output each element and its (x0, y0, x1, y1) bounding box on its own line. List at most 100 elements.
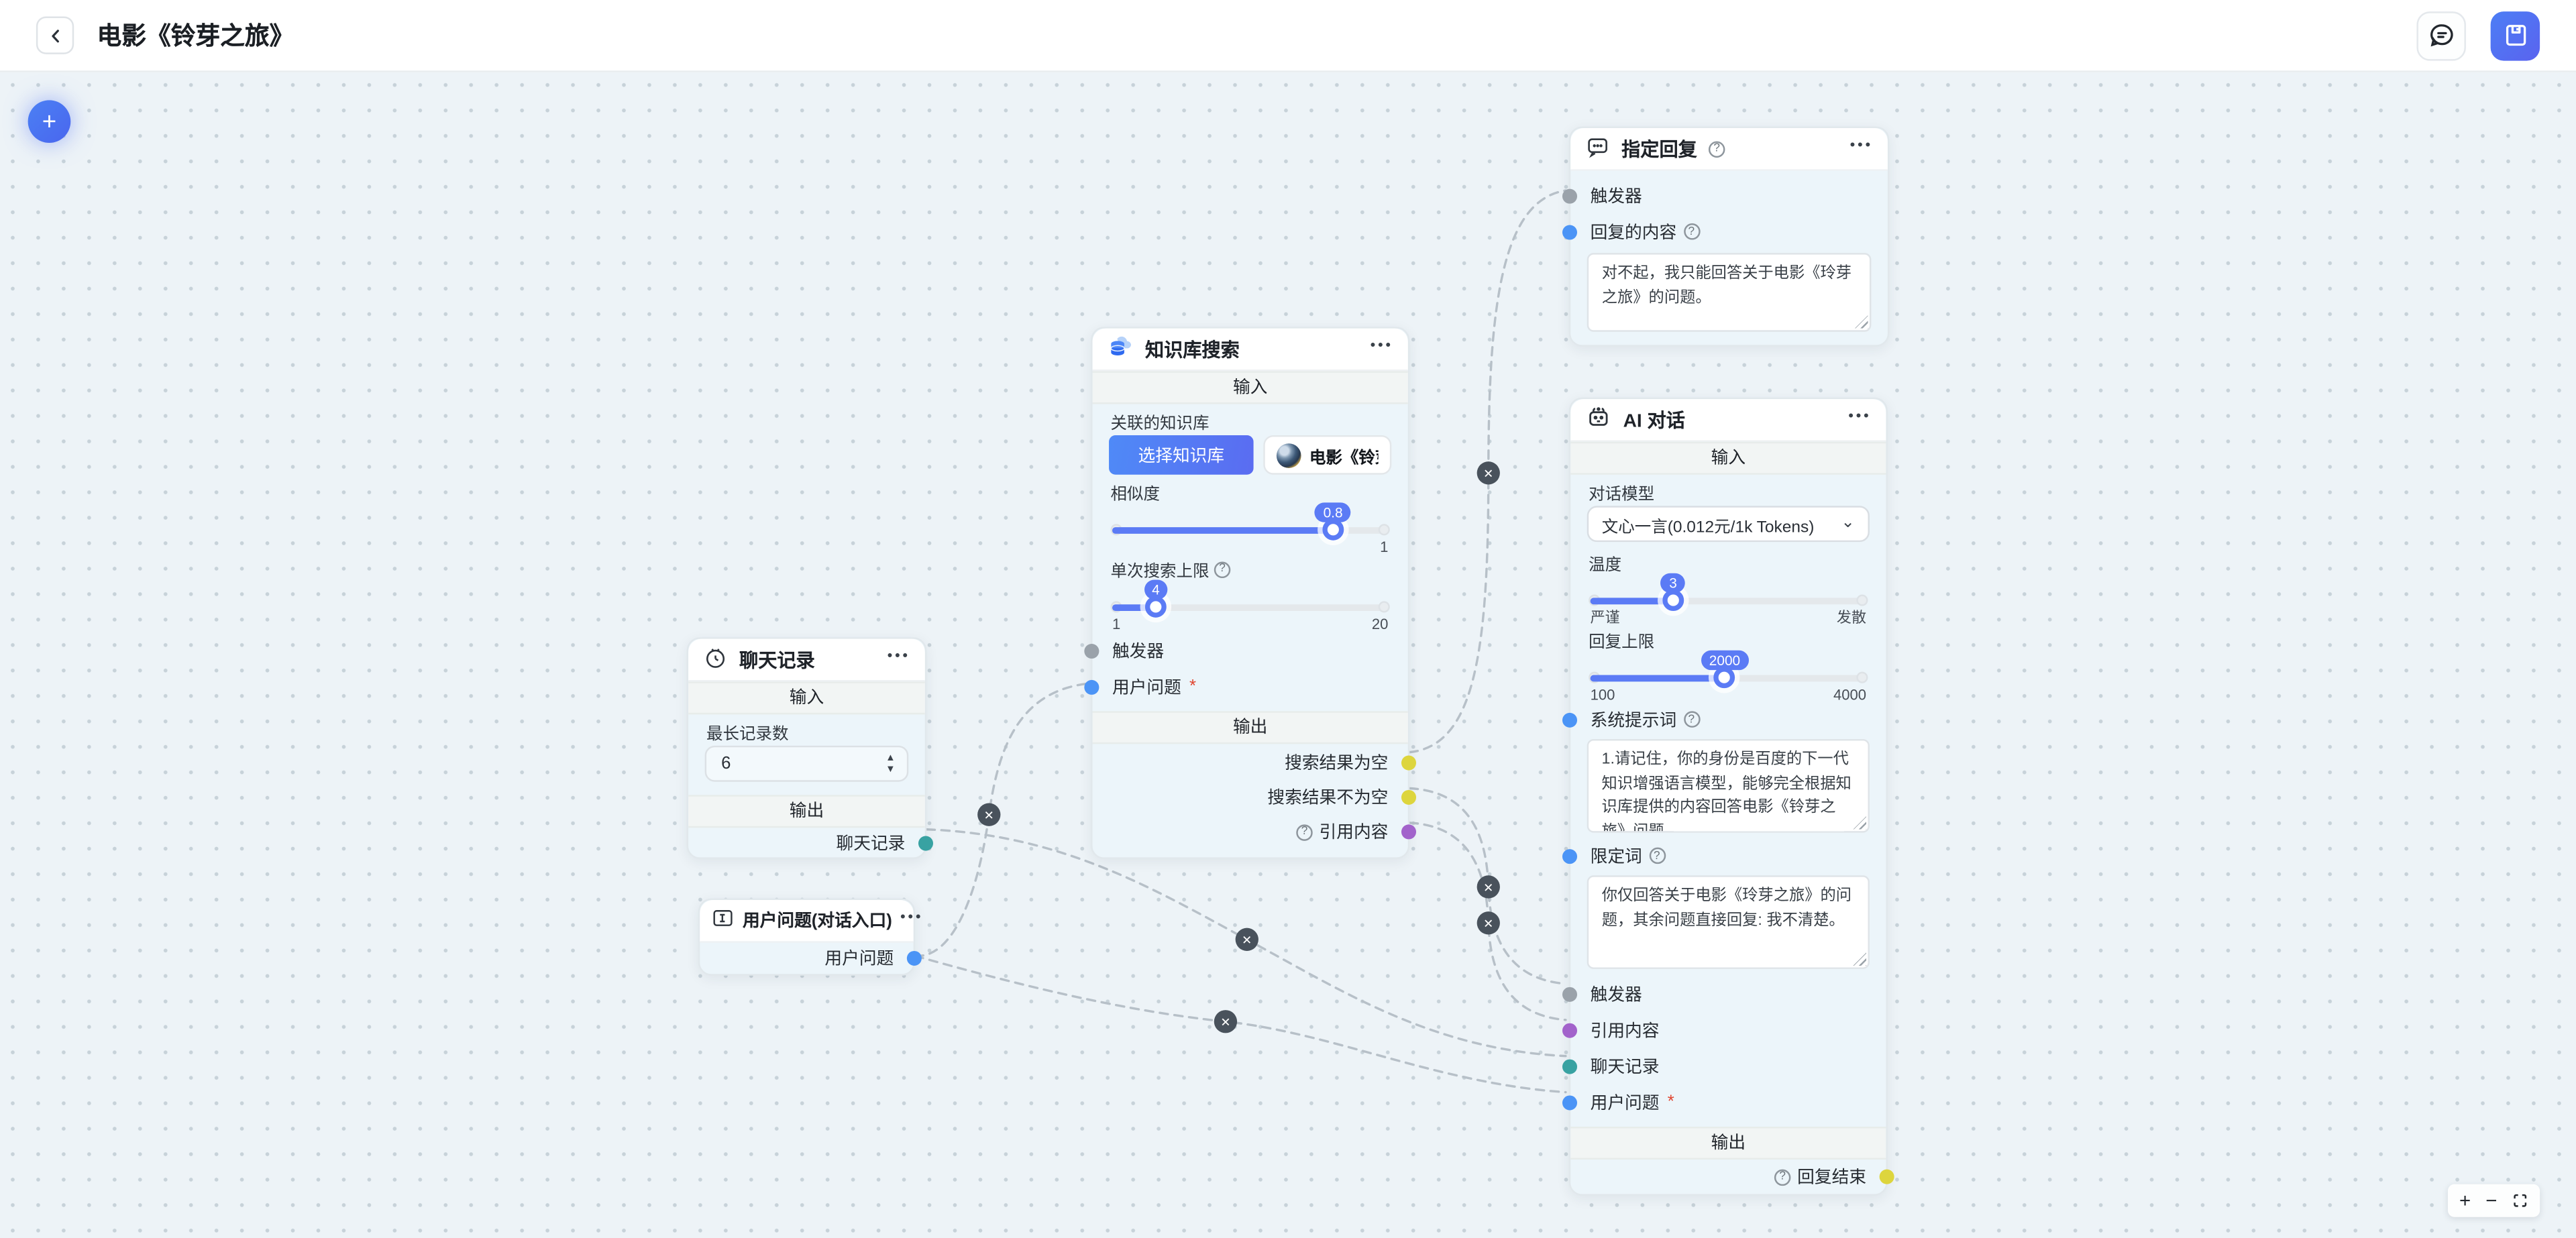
port-trigger: 触发器 (1562, 177, 1888, 213)
port-system-prompt: 系统提示词 ? (1562, 703, 1886, 736)
fit-view-button[interactable] (2512, 1192, 2528, 1208)
slider-value-badge: 0.8 (1315, 502, 1351, 522)
port-user-question: 用户问题* (1562, 1084, 1886, 1120)
model-select[interactable]: 文心一言(0.012元/1k Tokens) ⌄ (1587, 506, 1870, 543)
text-cursor-icon (711, 907, 734, 935)
port-dot[interactable] (1562, 1058, 1578, 1074)
port-reply-end: ? 回复结束 (1570, 1160, 1894, 1194)
system-prompt-field: 1.请记住，你的身份是百度的下一代知识增强语言模型，能够完全根据知识库提供的内容… (1587, 739, 1870, 833)
node-header: 知识库搜索 ••• (1092, 328, 1408, 372)
port-dot[interactable] (1562, 224, 1578, 239)
node-menu-button[interactable]: ••• (1370, 337, 1393, 353)
port-user-question: 用户问题 (700, 943, 922, 974)
port-dot[interactable] (1084, 679, 1099, 694)
help-icon[interactable]: ? (1214, 561, 1231, 577)
search-limit-slider: 4 1 20 (1093, 579, 1408, 632)
qualifier-textarea[interactable]: 你仅回答关于电影《玲芽之旅》的问题，其余问题直接回复: 我不清楚。 (1587, 875, 1870, 969)
add-node-button[interactable]: + (28, 100, 71, 144)
edge-delete-button[interactable]: ✕ (977, 803, 1001, 826)
help-icon[interactable]: ? (1682, 711, 1700, 728)
node-chat-history[interactable]: 聊天记录 ••• 输入 最长记录数 6 ▲ ▼ 输出 聊天记录 (686, 637, 934, 859)
zoom-in-button[interactable]: + (2459, 1189, 2471, 1213)
slider-value-badge: 4 (1143, 579, 1168, 600)
port-dot[interactable] (1562, 986, 1578, 1001)
reply-limit-slider: 2000 100 4000 (1570, 650, 1886, 703)
help-icon[interactable]: ? (1296, 824, 1313, 840)
select-kb-button[interactable]: 选择知识库 (1109, 435, 1254, 475)
node-menu-button[interactable]: ••• (900, 908, 924, 925)
port-dot[interactable] (1401, 824, 1417, 840)
page-title: 电影《铃芽之旅》 (97, 23, 294, 51)
edge-delete-button[interactable]: ✕ (1214, 1010, 1238, 1033)
port-dot[interactable] (1562, 712, 1578, 727)
back-button[interactable] (36, 16, 74, 54)
port-dot[interactable] (1879, 1169, 1894, 1184)
port-trigger: 触发器 (1084, 632, 1408, 669)
node-title: 聊天记录 (739, 651, 815, 671)
node-menu-button[interactable]: ••• (1848, 407, 1872, 424)
node-ai-chat[interactable]: AI 对话 ••• 输入 对话模型 文心一言(0.012元/1k Tokens)… (1562, 397, 1894, 1196)
save-button[interactable] (2490, 10, 2540, 60)
port-user-question: 用户问题* (1084, 669, 1408, 705)
top-bar: 电影《铃芽之旅》 (0, 0, 2576, 72)
port-citation: ? 引用内容 (1093, 815, 1417, 849)
section-output: 输出 (688, 795, 925, 828)
node-title: 用户问题(对话入口) (742, 911, 892, 932)
canvas-zoom-controls: + − (2447, 1184, 2540, 1217)
port-qualifier: 限定词 ? (1562, 839, 1886, 872)
step-up-icon[interactable]: ▲ (885, 752, 896, 763)
node-menu-button[interactable]: ••• (887, 646, 910, 664)
help-icon[interactable]: ? (1682, 223, 1700, 240)
kb-chip[interactable]: 电影《铃芽之旅》 (1263, 435, 1392, 475)
slider-value-badge: 3 (1660, 573, 1686, 594)
port-trigger: 触发器 (1562, 976, 1886, 1012)
port-citation: 引用内容 (1562, 1012, 1886, 1048)
port-dot[interactable] (1084, 642, 1099, 658)
knowledge-base-icon (1108, 333, 1134, 365)
step-down-icon[interactable]: ▼ (885, 765, 896, 775)
node-title: 指定回复 (1621, 140, 1697, 160)
edge-delete-button[interactable]: ✕ (1235, 927, 1258, 951)
port-dot[interactable] (1401, 789, 1417, 805)
reply-content-field: 对不起，我只能回答关于电影《玲芽之旅》的问题。 (1587, 253, 1872, 332)
reply-content-textarea[interactable]: 对不起，我只能回答关于电影《玲芽之旅》的问题。 (1587, 253, 1872, 332)
node-header: 指定回复 ? ••• (1570, 128, 1888, 171)
help-icon[interactable]: ? (1774, 1168, 1791, 1185)
model-label: 对话模型 (1589, 486, 1655, 504)
section-output: 输出 (1570, 1127, 1886, 1160)
chat-preview-button[interactable] (2416, 10, 2466, 60)
help-icon[interactable]: ? (1708, 140, 1725, 157)
port-dot[interactable] (1562, 1094, 1578, 1110)
section-input: 输入 (1092, 371, 1408, 404)
section-input: 输入 (688, 681, 925, 715)
port-chat-history: 聊天记录 (1562, 1048, 1886, 1084)
port-dot[interactable] (906, 950, 922, 966)
node-header: AI 对话 ••• (1570, 399, 1886, 442)
knowledge-base-avatar (1276, 443, 1301, 467)
system-prompt-textarea[interactable]: 1.请记住，你的身份是百度的下一代知识增强语言模型，能够完全根据知识库提供的内容… (1587, 739, 1870, 833)
temperature-label: 温度 (1589, 557, 1622, 575)
edge-delete-button[interactable]: ✕ (1477, 875, 1500, 899)
kb-label: 关联的知识库 (1110, 415, 1210, 434)
chevron-down-icon: ⌄ (1841, 514, 1855, 532)
help-icon[interactable]: ? (1648, 847, 1666, 864)
edge-delete-button[interactable]: ✕ (1477, 461, 1500, 485)
search-limit-label: 单次搜索上限 ? (1093, 559, 1408, 581)
node-title: AI 对话 (1623, 411, 1685, 431)
port-dot[interactable] (1562, 188, 1578, 203)
temperature-slider: 3 严谨 发散 (1570, 573, 1886, 626)
node-menu-button[interactable]: ••• (1849, 136, 1873, 153)
node-specified-reply[interactable]: 指定回复 ? ••• 触发器 回复的内容 ? 对不起，我只能回答关于电影《玲芽之… (1562, 126, 1890, 347)
port-chat-history: 聊天记录 (688, 830, 934, 856)
port-dot[interactable] (1401, 755, 1417, 771)
zoom-out-button[interactable]: − (2485, 1189, 2498, 1213)
node-header: 聊天记录 ••• (688, 638, 925, 682)
edge-delete-button[interactable]: ✕ (1477, 911, 1500, 935)
port-dot[interactable] (1562, 1022, 1578, 1037)
max-records-label: 最长记录数 (706, 726, 789, 744)
node-kb-search[interactable]: 知识库搜索 ••• 输入 关联的知识库 选择知识库 电影《铃芽之旅》 相似度 0… (1084, 327, 1417, 859)
port-dot[interactable] (1562, 848, 1578, 863)
node-user-question[interactable]: 用户问题(对话入口) ••• 用户问题 (698, 898, 922, 976)
max-records-input[interactable]: 6 ▲ ▼ (704, 745, 909, 782)
